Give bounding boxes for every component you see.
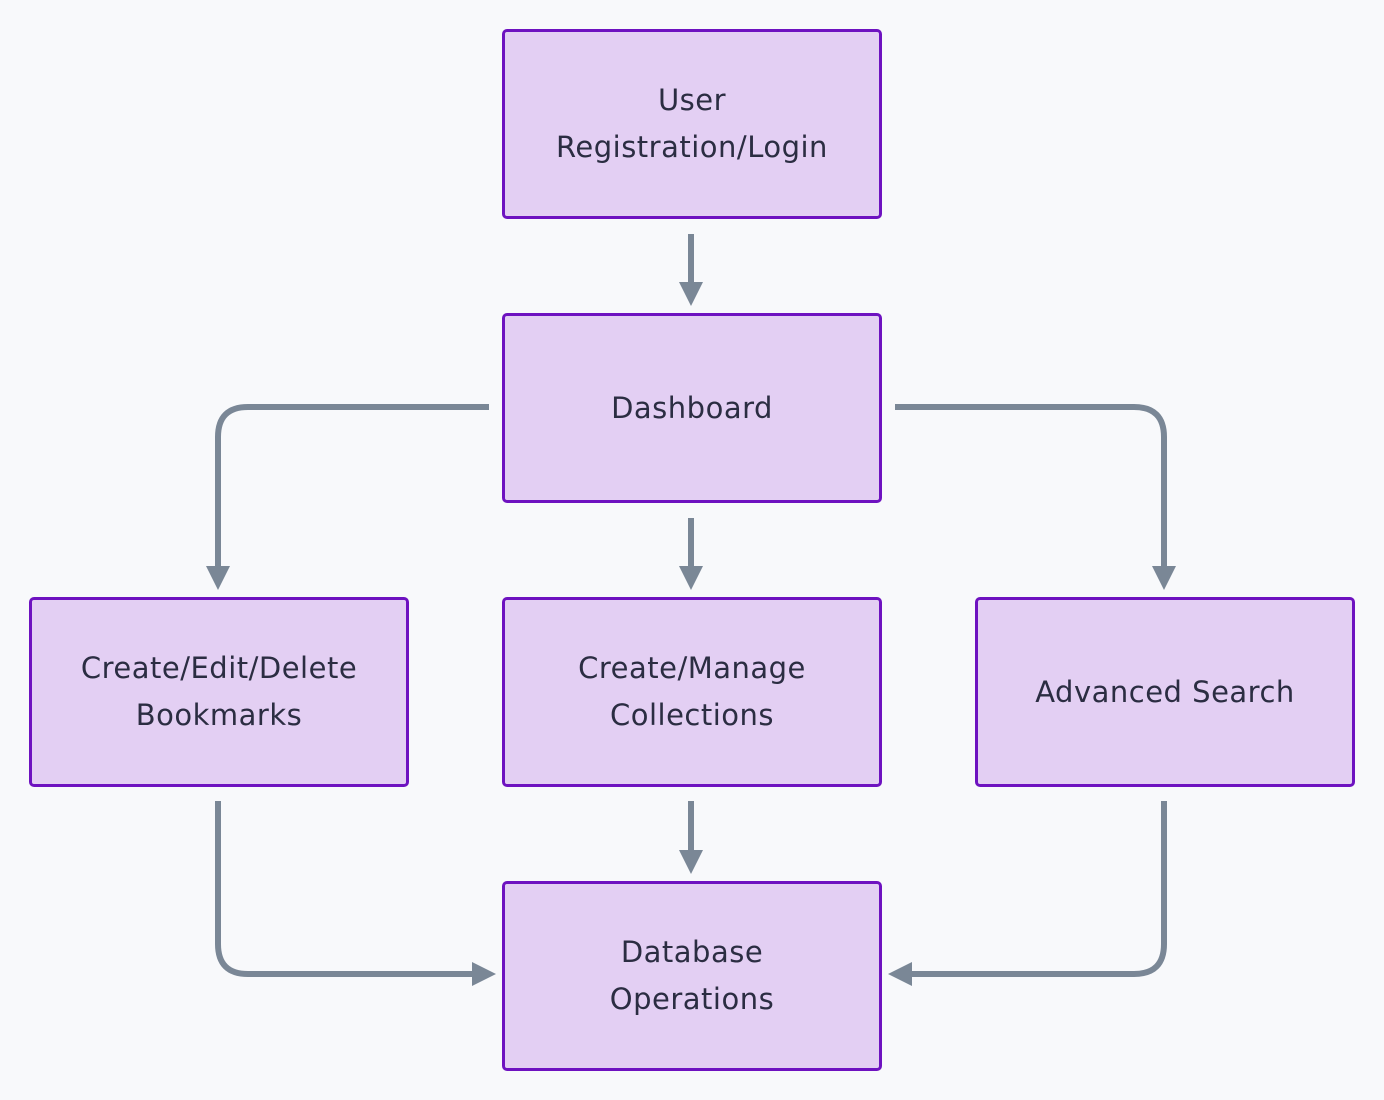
edge-search-to-database (888, 801, 1167, 986)
node-label-database-operations: Database Operations (609, 935, 775, 1016)
node-dashboard: Dashboard (502, 313, 882, 503)
node-create-edit-delete-bookmarks: Create/Edit/Delete Bookmarks (29, 597, 409, 787)
node-label-bookmarks: Create/Edit/Delete Bookmarks (80, 651, 358, 732)
edge-dashboard-to-bookmarks (206, 404, 489, 590)
edge-dashboard-to-search (895, 404, 1176, 590)
node-create-manage-collections: Create/Manage Collections (502, 597, 882, 787)
node-label-collections: Create/Manage Collections (578, 651, 806, 732)
node-label-user-registration-login: User Registration/Login (556, 83, 828, 164)
node-label-advanced-search: Advanced Search (1035, 674, 1295, 709)
node-advanced-search: Advanced Search (975, 597, 1355, 787)
edge-bookmarks-to-database (215, 801, 496, 986)
node-database-operations: Database Operations (502, 881, 882, 1071)
node-user-registration-login: User Registration/Login (502, 29, 882, 219)
node-label-dashboard: Dashboard (611, 390, 773, 425)
